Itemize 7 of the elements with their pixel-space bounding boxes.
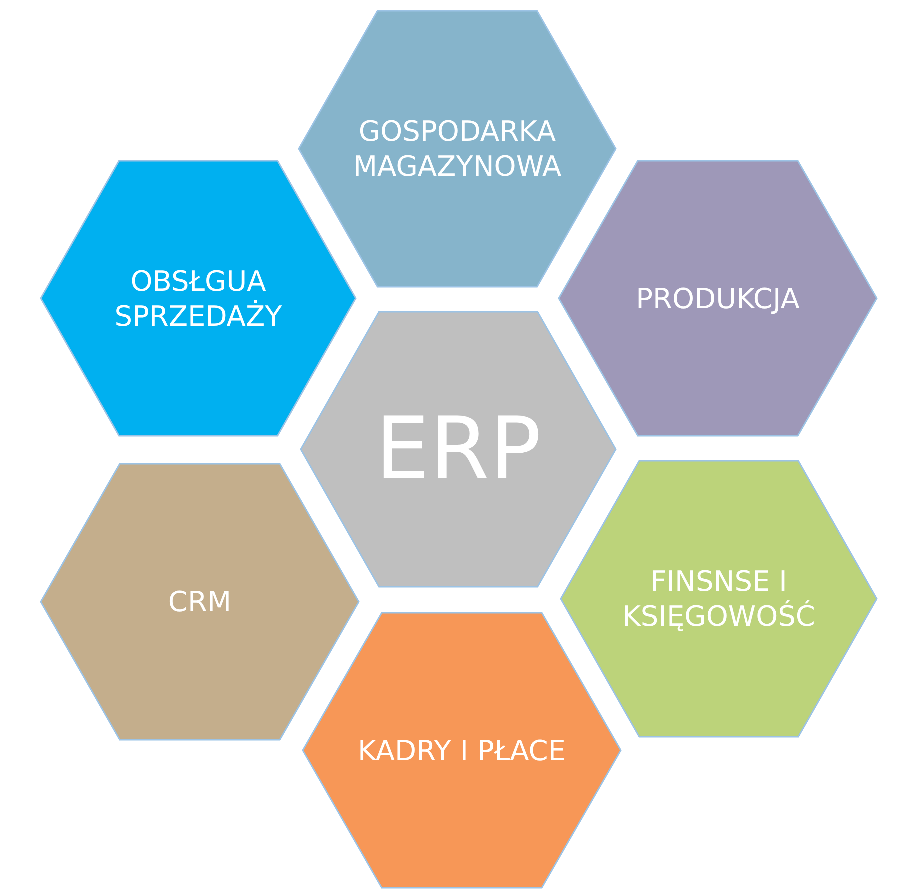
tile-label: ERP <box>374 398 542 501</box>
tile-label: OBSŁGUA SPRZEDAŻY <box>114 264 284 334</box>
tile-label: KADRY I PŁACE <box>357 733 567 768</box>
tile-label: PRODUKCJA <box>635 281 801 316</box>
tile-label: FINSNSE I KSIĘGOWOŚĆ <box>622 564 816 634</box>
tile-label: CRM <box>167 584 233 620</box>
tile-label: GOSPODARKA MAGAZYNOWA <box>352 114 563 184</box>
